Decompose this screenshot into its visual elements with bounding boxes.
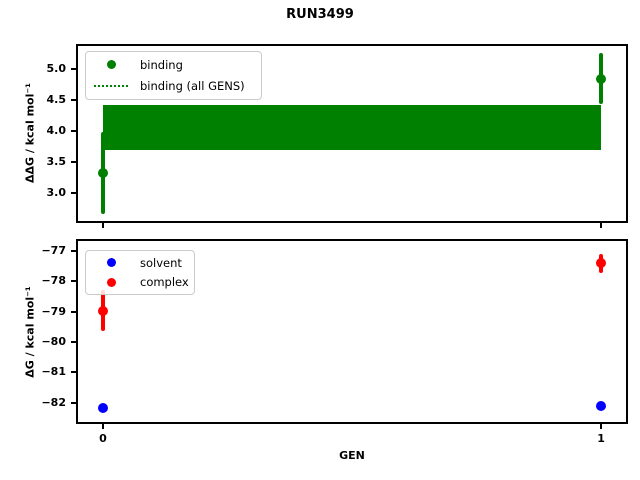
legend-label-binding-all-gens: binding (all GENS) bbox=[140, 79, 245, 94]
top-y-tick bbox=[71, 130, 77, 133]
bottom-y-tick bbox=[71, 310, 77, 313]
bottom-y-tick-label: −79 bbox=[41, 304, 66, 318]
top-y-tick bbox=[71, 99, 77, 102]
top-y-tick-label: 3.5 bbox=[46, 155, 67, 169]
bottom-y-tick bbox=[71, 340, 77, 343]
legend-label-solvent: solvent bbox=[140, 255, 182, 270]
dotted-line-icon bbox=[92, 85, 130, 88]
bottom-x-tick bbox=[600, 423, 603, 429]
legend-label-binding: binding bbox=[140, 57, 183, 72]
data-point-solvent bbox=[596, 401, 607, 412]
bottom-x-tick-label: 1 bbox=[597, 432, 605, 445]
data-point-complex bbox=[596, 258, 607, 269]
top-y-tick bbox=[71, 192, 77, 195]
top-x-tick bbox=[101, 222, 104, 228]
binding-marker-icon bbox=[92, 60, 130, 70]
bottom-y-tick bbox=[71, 401, 77, 404]
data-point-complex bbox=[97, 305, 108, 316]
top-y-tick-label: 4.0 bbox=[46, 124, 67, 138]
bottom-y-tick bbox=[71, 371, 77, 374]
bottom-y-tick bbox=[71, 280, 77, 283]
bottom-y-tick-label: −81 bbox=[41, 365, 66, 379]
legend-entry-complex: complex bbox=[92, 273, 189, 293]
bottom-y-tick-label: −77 bbox=[41, 244, 66, 257]
bottom-y-tick-label: −80 bbox=[41, 334, 66, 348]
legend-label-complex: complex bbox=[140, 275, 189, 290]
legend-entry-binding-all-gens: binding (all GENS) bbox=[92, 76, 255, 97]
bottom-y-tick-label: −78 bbox=[41, 274, 66, 288]
bottom-y-tick-label: −82 bbox=[41, 395, 66, 409]
solvent-marker-icon bbox=[92, 258, 130, 268]
legend-entry-solvent: solvent bbox=[92, 253, 188, 273]
uncertainty-band bbox=[102, 104, 602, 150]
data-point-binding bbox=[97, 167, 108, 178]
figure-title: RUN3499 bbox=[286, 7, 354, 22]
data-point-solvent bbox=[97, 403, 108, 414]
legend-top: binding binding (all GENS) bbox=[85, 51, 262, 100]
bottom-axes-frame bbox=[76, 239, 628, 424]
complex-marker-icon bbox=[92, 277, 130, 287]
legend-bottom: solvent complex bbox=[85, 250, 195, 295]
top-y-tick-label: 3.0 bbox=[46, 186, 67, 200]
top-y-tick-label: 4.5 bbox=[46, 93, 67, 107]
top-y-tick bbox=[71, 161, 77, 164]
top-x-tick bbox=[600, 222, 603, 228]
bottom-x-tick bbox=[101, 423, 104, 429]
top-y-tick bbox=[71, 68, 77, 71]
top-axes-frame bbox=[76, 44, 628, 223]
top-y-tick-label: 5.0 bbox=[46, 62, 67, 76]
bottom-y-tick bbox=[71, 250, 77, 252]
x-axis-label: GEN bbox=[339, 449, 365, 462]
data-point-binding bbox=[596, 73, 607, 84]
legend-entry-binding: binding bbox=[92, 54, 255, 75]
bottom-x-tick-label: 0 bbox=[99, 432, 107, 445]
